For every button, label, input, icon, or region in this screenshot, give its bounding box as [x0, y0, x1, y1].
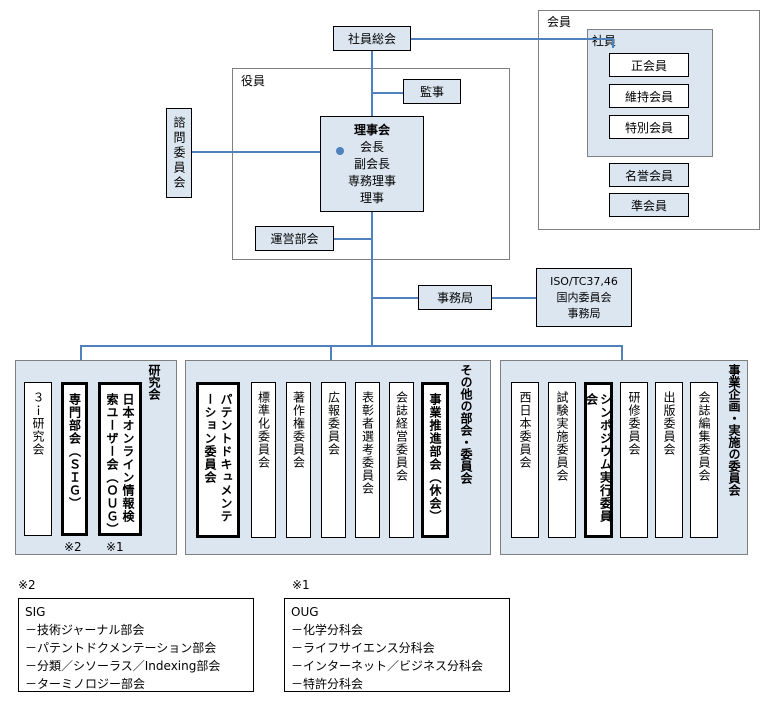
- connector-research: [80, 345, 82, 361]
- board-box: 理事会 会長 副会長 専務理事 理事: [320, 116, 424, 212]
- members-title: 会員: [547, 15, 572, 29]
- others-title: その他の部会・委員会: [459, 364, 473, 484]
- auditor-box: 監事: [403, 79, 461, 104]
- projects-title: 事業企画・実施の委員会: [727, 364, 741, 496]
- member-associate: 準会員: [609, 193, 689, 217]
- legend-oug-item: －ライフサイエンス分科会: [291, 641, 435, 655]
- legend-oug-box: OUG －化学分科会 －ライフサイエンス分科会 －インターネット／ビジネス分科会…: [284, 598, 510, 692]
- others-item-copyright: 著作権委員会: [286, 382, 311, 538]
- projects-item-exam: 試験実施委員会: [548, 382, 576, 538]
- connector-groups-bar: [80, 345, 622, 347]
- legend-sig-item: －技術ジャーナル部会: [25, 623, 145, 637]
- connector-advisory: [192, 151, 340, 153]
- projects-item-editorial: 会誌編集委員会: [690, 382, 718, 538]
- legend-sig-box: SIG －技術ジャーナル部会 －パテントドクメンテーション部会 －分類／シソーラ…: [18, 598, 254, 692]
- legend-sig-item: －分類／シソーラス／Indexing部会: [25, 659, 221, 673]
- officers-title: 役員: [241, 74, 266, 88]
- iso-line-3: 事務局: [567, 306, 601, 320]
- iso-line-1: ISO/TC37,46: [550, 274, 618, 288]
- projects-item-training: 研修委員会: [620, 382, 648, 538]
- legend-sig-item: －パテントドクメンテーション部会: [25, 641, 217, 655]
- legend-sig-item: －ターミノロジー部会: [25, 677, 146, 691]
- member-regular: 正会員: [609, 53, 689, 77]
- general-assembly-box: 社員総会: [333, 26, 411, 51]
- legend-oug-item: －インターネット／ビジネス分科会: [291, 659, 484, 673]
- others-item-standard: 標準化委員会: [251, 382, 276, 538]
- board-role-chair: 会長: [359, 139, 384, 154]
- board-role-vice-chair: 副会長: [353, 156, 390, 171]
- connector-operations: [334, 238, 372, 240]
- iso-line-2: 国内委員会: [556, 290, 612, 304]
- research-item-oug: 日本オンライン情報検索ユーザー会（ＯＵＧ）: [98, 382, 142, 536]
- legend-oug-mark: ※1: [292, 578, 310, 592]
- others-item-journal-mgmt: 会誌経営委員会: [389, 382, 414, 538]
- others-item-patent: パテントドキュメンテーション委員会: [196, 382, 240, 538]
- legend-oug-item: －特許分科会: [291, 677, 364, 691]
- research-item-3i: ３ｉ研究会: [24, 382, 52, 536]
- others-item-pr: 広報委員会: [321, 382, 346, 538]
- advisory-label: 諮問委員会: [172, 115, 186, 191]
- member-honorary: 名誉会員: [609, 163, 689, 187]
- employees-title: 社員: [592, 34, 617, 48]
- board-title: 理事会: [353, 122, 390, 137]
- member-supporting: 維持会員: [609, 84, 689, 108]
- member-special: 特別会員: [609, 115, 689, 139]
- advisory-box: 諮問委員会: [166, 108, 192, 198]
- connector-members-down: [612, 38, 614, 48]
- others-item-award: 表彰者選考委員会: [355, 382, 380, 538]
- research-note-sig: ※2: [64, 540, 82, 554]
- others-item-promotion: 事業推進部会（休会）: [421, 382, 449, 538]
- legend-oug-title: OUG: [291, 605, 319, 619]
- legend-sig-title: SIG: [25, 605, 46, 619]
- connector-assembly-members: [410, 38, 614, 40]
- secretariat-box: 事務局: [418, 285, 492, 310]
- projects-item-west: 西日本委員会: [511, 382, 539, 538]
- legend-sig-mark: ※2: [18, 578, 36, 592]
- research-item-sig: 専門部会（ＳＩＧ）: [61, 382, 88, 536]
- board-dot: [336, 147, 344, 155]
- board-role-managing-director: 専務理事: [347, 173, 396, 188]
- projects-item-publish: 出版委員会: [655, 382, 683, 538]
- legend-oug-item: －化学分科会: [291, 623, 364, 637]
- iso-box: ISO/TC37,46 国内委員会 事務局: [536, 268, 632, 327]
- research-note-oug: ※1: [106, 540, 124, 554]
- connector-projects: [621, 345, 623, 361]
- connector-auditor: [371, 92, 403, 94]
- projects-item-symposium: シンポジウム実行委員会: [584, 382, 613, 538]
- connector-others: [330, 345, 332, 361]
- research-title: 研究会: [147, 364, 161, 400]
- board-role-director: 理事: [359, 190, 384, 205]
- operations-box: 運営部会: [255, 226, 334, 251]
